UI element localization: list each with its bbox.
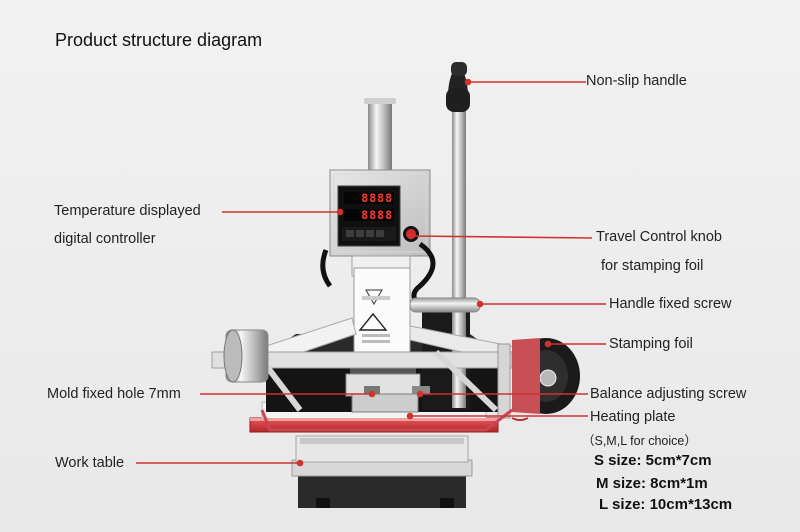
balance-screw [412,386,430,394]
label-handle-fixed-screw: Handle fixed screw [609,296,732,312]
size-s: S size: 5cm*7cm [594,452,712,469]
led-display-bottom: 8888 [361,208,393,222]
mold-screw [364,386,380,394]
led-display-top: 8888 [361,191,393,205]
label-heating-plate: Heating plate [590,409,676,425]
cable-left [320,249,333,288]
press-head [345,255,421,413]
label-heating-note: （S,M,L for choice） [582,434,697,448]
label-temperature-1: Temperature displayed [54,203,201,219]
machine-base [291,435,473,508]
label-non-slip-handle: Non-slip handle [586,73,687,89]
handle-screw [409,297,481,313]
controller-box [329,169,431,257]
left-roller [223,329,269,383]
size-l: L size: 10cm*13cm [599,496,733,513]
leader-lines [136,78,606,467]
label-balance-screw: Balance adjusting screw [590,386,747,402]
size-m: M size: 8cm*1m [596,475,708,492]
label-mold-fixed-hole: Mold fixed hole 7mm [47,386,181,402]
label-travel-knob-1: Travel Control knob [596,229,722,245]
label-stamping-foil: Stamping foil [609,336,693,352]
column [364,98,396,180]
stamping-foil-reel [497,338,580,421]
label-work-table: Work table [55,455,125,471]
handle-assembly [446,62,470,408]
page-title: Product structure diagram [55,30,263,50]
label-temperature-2: digital controller [54,231,156,247]
foil-ribbon [260,408,513,432]
side-frames [211,317,521,413]
label-travel-knob-2: for stamping foil [601,258,704,274]
leader-travel [410,235,593,239]
